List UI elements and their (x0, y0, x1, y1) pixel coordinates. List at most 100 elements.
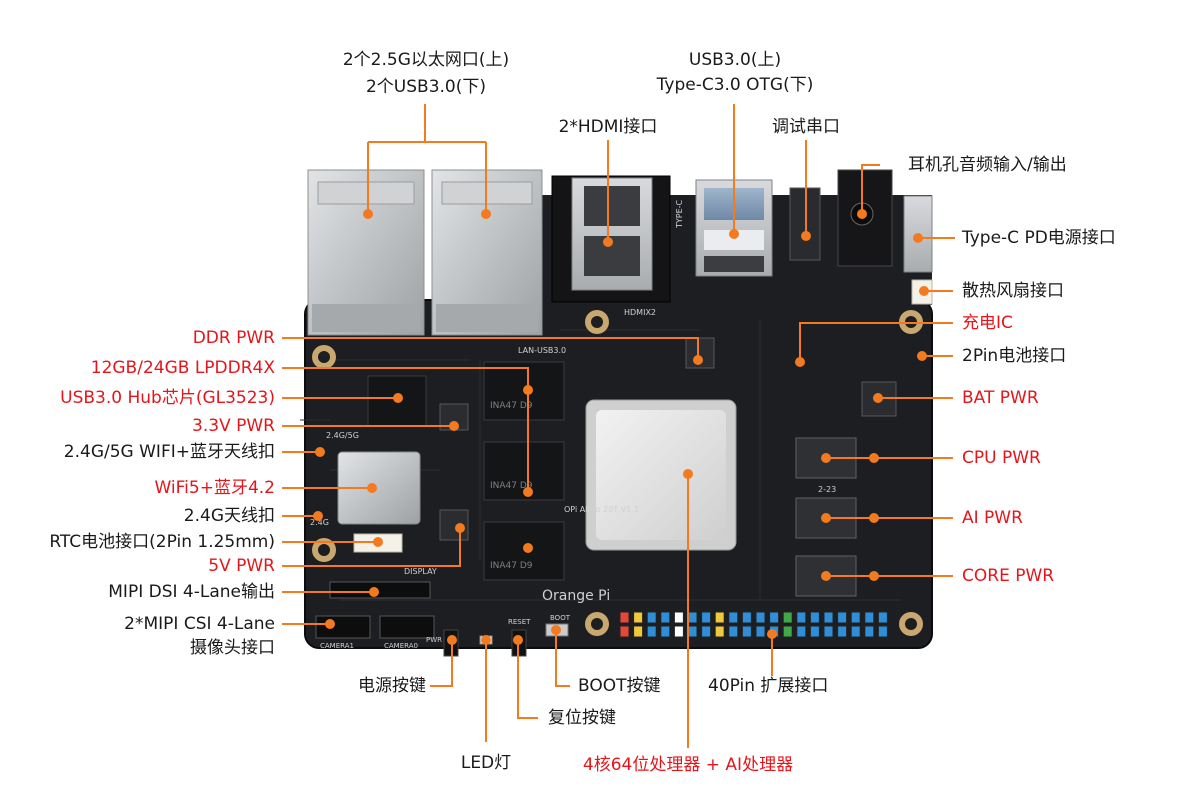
leader-lines (282, 104, 955, 748)
gpio-pin (809, 611, 820, 624)
label-lpddr: 12GB/24GB LPDDR4X (90, 358, 275, 378)
gpio-pin (864, 625, 875, 638)
label-ai-pwr: AI PWR (962, 508, 1023, 528)
label-mipi-csi-line2: 摄像头接口 (190, 638, 275, 658)
svg-text:2.4G/5G: 2.4G/5G (326, 431, 359, 440)
gpio-pin (796, 611, 807, 624)
gpio-pin (673, 611, 684, 624)
gpio-pin (660, 611, 671, 624)
svg-text:RESET: RESET (508, 618, 531, 626)
svg-text:INA47 D9: INA47 D9 (490, 401, 533, 411)
label-reset-button: 复位按键 (548, 708, 616, 728)
gpio-pin (755, 611, 766, 624)
ethernet-port-1 (307, 169, 425, 336)
label-ddr-pwr: DDR PWR (192, 328, 275, 348)
gpio-pin (714, 625, 725, 638)
svg-text:HDMIX2: HDMIX2 (624, 308, 656, 317)
svg-text:2-23: 2-23 (818, 485, 836, 494)
label-processor: 4核64位处理器 + AI处理器 (582, 755, 794, 775)
gpio-pin (673, 625, 684, 638)
gpio-pin (633, 611, 644, 624)
gpio-pin (633, 625, 644, 638)
label-wifi-bt-antenna: 2.4G/5G WIFI+蓝牙天线扣 (63, 442, 275, 462)
label-debug-serial: 调试串口 (772, 117, 840, 137)
gpio-pin (823, 625, 834, 638)
svg-text:INA47 D9: INA47 D9 (490, 561, 533, 571)
svg-text:LAN-USB3.0: LAN-USB3.0 (518, 346, 566, 355)
label-5v-pwr: 5V PWR (208, 556, 275, 576)
gpio-pin (877, 611, 888, 624)
label-24g-antenna: 2.4G天线扣 (183, 506, 275, 526)
svg-text:2.4G: 2.4G (310, 518, 329, 527)
label-cpu-pwr: CPU PWR (962, 448, 1041, 468)
svg-text:CAMERA0: CAMERA0 (384, 642, 418, 650)
label-usb-hub: USB3.0 Hub芯片(GL3523) (60, 388, 275, 408)
svg-text:DISPLAY: DISPLAY (404, 567, 437, 576)
lpddr-chips (483, 361, 565, 581)
gpio-pin (646, 625, 657, 638)
label-3v3-pwr: 3.3V PWR (192, 416, 275, 436)
gpio-pin (687, 611, 698, 624)
label-hdmi: 2*HDMI接口 (558, 117, 658, 137)
soc-processor (585, 399, 737, 551)
label-battery: 2Pin电池接口 (962, 346, 1067, 366)
label-rtc: RTC电池接口(2Pin 1.25mm) (49, 532, 275, 552)
label-mipi-dsi: MIPI DSI 4-Lane输出 (108, 582, 275, 602)
gpio-pin (619, 611, 630, 624)
label-bat-pwr: BAT PWR (962, 388, 1039, 408)
svg-text:BOOT: BOOT (550, 614, 571, 622)
lpddr-marks: INA47 D9 INA47 D9 INA47 D9 (490, 401, 533, 571)
gpio-pin (850, 625, 861, 638)
label-audio-jack: 耳机孔音频输入/输出 (908, 155, 1067, 175)
label-ethernet-line1: 2个2.5G以太网口(上) (342, 50, 510, 70)
gpio-pin (741, 611, 752, 624)
mipi-dsi-connector (329, 581, 431, 599)
gpio-pin (782, 625, 793, 638)
label-usb-line1: USB3.0(上) (688, 50, 782, 70)
gpio-pin (714, 611, 725, 624)
gpio-pin (823, 611, 834, 624)
gpio-pin (769, 611, 780, 624)
label-boot-button: BOOT按键 (578, 676, 661, 696)
gpio-pin (782, 611, 793, 624)
svg-text:TYPE-C: TYPE-C (675, 199, 684, 229)
label-gpio-header: 40Pin 扩展接口 (708, 676, 829, 696)
label-power-button: 电源按键 (358, 676, 426, 696)
svg-text:PWR: PWR (426, 636, 442, 644)
svg-text:OPi AIpro 20T V1.1: OPi AIpro 20T V1.1 (564, 505, 639, 514)
label-led: LED灯 (460, 753, 512, 773)
label-wifi-module: WiFi5+蓝牙4.2 (154, 478, 275, 498)
gpio-pin (728, 611, 739, 624)
gpio-pin (877, 625, 888, 638)
label-ethernet-line2: 2个USB3.0(下) (365, 77, 486, 97)
gpio-pin (701, 625, 712, 638)
svg-text:CAMERA1: CAMERA1 (320, 642, 354, 650)
label-typec-pd: Type-C PD电源接口 (962, 228, 1116, 248)
power-ics (439, 337, 897, 541)
mipi-csi-connectors (315, 615, 435, 639)
silkscreen: LAN-USB3.0 HDMIX2 TYPE-C 2.4G/5G 2.4G DI… (310, 199, 836, 650)
gpio-pin (837, 611, 848, 624)
marker-dots (313, 209, 929, 645)
label-mipi-csi-line1: 2*MIPI CSI 4-Lane (124, 614, 275, 634)
label-core-pwr: CORE PWR (962, 566, 1055, 586)
svg-text:INA47 D9: INA47 D9 (490, 481, 533, 491)
gpio-pin (619, 625, 630, 638)
gpio-pin (809, 625, 820, 638)
label-charge-ic: 充电IC (962, 313, 1013, 333)
gpio-pin (850, 611, 861, 624)
gpio-pin (701, 611, 712, 624)
svg-text:Orange Pi: Orange Pi (542, 588, 610, 604)
gpio-pin (660, 625, 671, 638)
gpio-pin (864, 611, 875, 624)
gpio-pin (687, 625, 698, 638)
mounting-holes (312, 310, 923, 636)
gpio-pin (646, 611, 657, 624)
gpio-pin (741, 625, 752, 638)
gpio-pin (837, 625, 848, 638)
gpio-pin (796, 625, 807, 638)
label-usb-line2: Type-C3.0 OTG(下) (656, 75, 814, 95)
gpio-pin (755, 625, 766, 638)
